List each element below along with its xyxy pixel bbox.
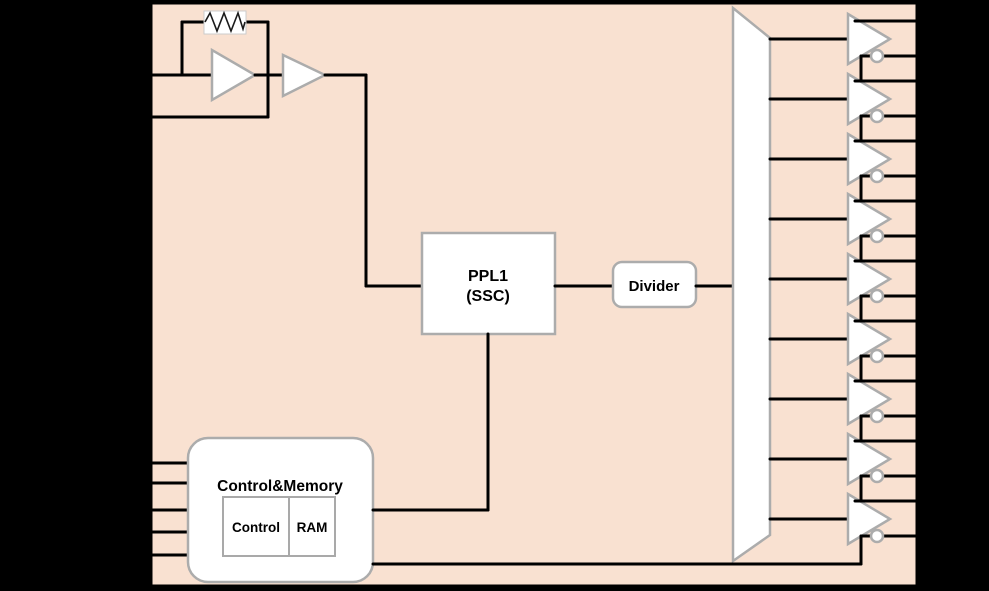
divider-label: Divider: [629, 278, 680, 295]
pll-label-line2: (SSC): [466, 288, 510, 305]
pll-label-line1: PPL1: [468, 268, 508, 285]
pll-block: [420, 231, 557, 336]
output-buffers: [768, 12, 923, 566]
resistor-box: [203, 10, 247, 35]
control-block: [222, 496, 290, 557]
control-block-label: Control: [232, 520, 280, 535]
ram-block: [288, 496, 336, 557]
oscillator-section: [144, 10, 424, 288]
ram-block-label: RAM: [297, 520, 328, 535]
clock-distribution-trapezoid: [731, 5, 772, 564]
divider-section: Divider: [611, 260, 698, 309]
osc-amp-1: [210, 47, 258, 103]
control-memory-title: Control&Memory: [217, 478, 343, 495]
control-memory-section: Control&Memory Control RAM: [144, 332, 863, 584]
osc-amp-2: [281, 53, 328, 99]
pll-section: PPL1 (SSC): [420, 231, 557, 336]
resistor-zigzag-icon: [204, 10, 246, 34]
